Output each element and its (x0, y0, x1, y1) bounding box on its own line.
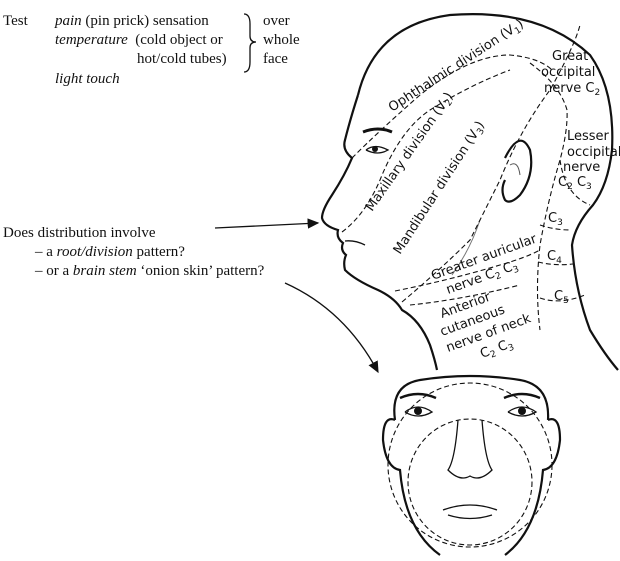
label-c3: C3 (548, 211, 563, 228)
question-line-3: – or a brain stem ‘onion skin’ pattern? (35, 263, 265, 279)
svg-text:Great: Great (552, 49, 588, 64)
label-c5: C5 (554, 289, 569, 306)
svg-text:Lesser: Lesser (567, 129, 610, 144)
test-light-touch: light touch (55, 71, 120, 87)
question-line-1: Does distribution involve (3, 225, 156, 241)
arrow-to-profile (214, 218, 320, 229)
frontal-face (381, 374, 562, 556)
scope-over: over (263, 13, 290, 29)
test-heading: Test (3, 13, 28, 29)
svg-text:nerve: nerve (563, 160, 600, 175)
arrow-to-face (284, 282, 379, 374)
test-pain: pain (pin prick) sensation (55, 12, 209, 31)
label-great-occipital: Great occipital nerve C2 (541, 49, 600, 98)
label-lesser-occipital: Lesser occipital nerve C2 C3 (558, 129, 620, 192)
svg-text:occipital: occipital (541, 65, 595, 80)
test-temperature: temperature (cold object or (55, 31, 223, 50)
svg-text:occipital: occipital (567, 145, 620, 160)
dermatome-boundaries (341, 24, 591, 331)
label-mandibular: Mandibular division (V3) (391, 119, 490, 259)
brace (243, 13, 257, 73)
temperature-desc-1: (cold object or (135, 32, 223, 48)
pain-desc: (pin prick) sensation (85, 13, 209, 29)
temperature-desc-2: hot/cold tubes) (137, 51, 227, 67)
svg-text:nerve C2: nerve C2 (544, 81, 600, 98)
question-line-2: – a root/division pattern? (35, 244, 185, 260)
scope-whole: whole (263, 32, 300, 48)
temperature-term: temperature (55, 32, 128, 48)
label-c4: C4 (547, 249, 562, 266)
pain-term: pain (55, 13, 82, 29)
svg-text:C2 C3: C2 C3 (558, 175, 592, 192)
label-ophthalmic: Ophthalmic division (V1) (386, 17, 528, 117)
label-greater-auricular: Greater auricular nerve C2 C3 (429, 231, 539, 297)
label-anterior-cutaneous: Anterior cutaneous nerve of neck C2 C3 (438, 289, 533, 361)
scope-face: face (263, 51, 288, 67)
